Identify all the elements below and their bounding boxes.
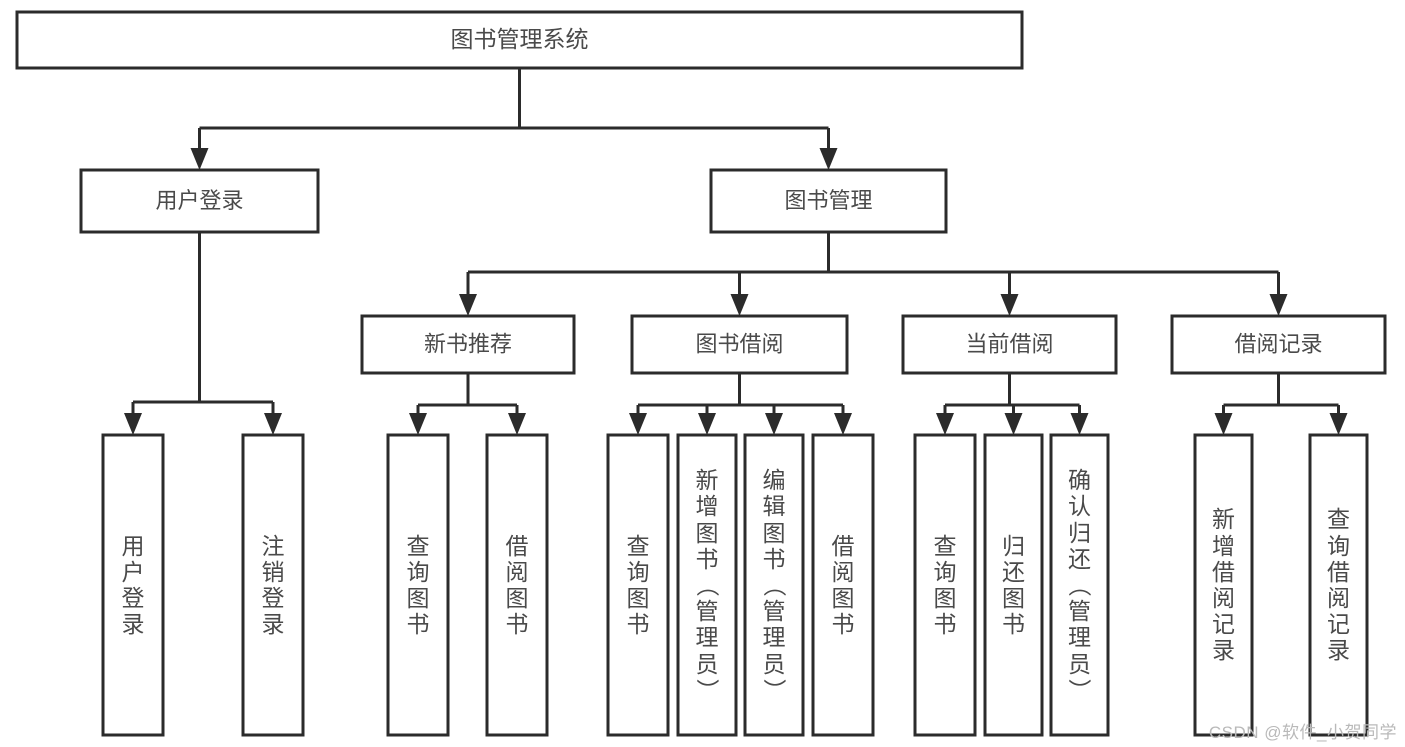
node-box[interactable] — [630, 314, 849, 375]
node-box[interactable] — [101, 433, 165, 737]
arrow-head-icon — [834, 413, 852, 435]
arrow-head-icon — [730, 294, 749, 316]
node-leaf-user-login[interactable] — [101, 433, 165, 737]
connector-group-root — [190, 68, 838, 170]
node-leaf-cur-query[interactable] — [913, 433, 977, 737]
node-box[interactable] — [79, 168, 320, 234]
arrow-head-icon — [508, 413, 526, 435]
node-leaf-cur-confirm[interactable] — [1049, 433, 1110, 737]
arrow-head-icon — [1214, 413, 1233, 435]
node-label: 图书借阅 — [695, 331, 783, 356]
node-box[interactable] — [811, 433, 875, 737]
node-current[interactable]: 当前借阅 — [901, 314, 1118, 375]
arrow-head-icon — [819, 148, 838, 170]
node-newbook[interactable]: 新书推荐 — [360, 314, 576, 375]
node-box[interactable] — [1308, 433, 1369, 737]
node-label: 用户登录 — [155, 188, 243, 213]
node-leaf-cur-return[interactable] — [983, 433, 1044, 737]
connector-group-bookmgmt — [459, 232, 1288, 316]
node-box[interactable] — [913, 433, 977, 737]
node-leaf-nb-query[interactable] — [386, 433, 450, 737]
arrow-head-icon — [1269, 294, 1288, 316]
node-box[interactable] — [1170, 314, 1387, 375]
node-box[interactable] — [901, 314, 1118, 375]
node-box[interactable] — [485, 433, 549, 737]
connector-group-records — [1214, 373, 1348, 435]
node-box[interactable] — [241, 433, 305, 737]
node-box[interactable] — [676, 433, 738, 737]
node-leaf-rec-add[interactable] — [1193, 433, 1254, 737]
node-box[interactable] — [606, 433, 670, 737]
arrow-head-icon — [1329, 413, 1348, 435]
node-box[interactable] — [743, 433, 805, 737]
arrow-head-icon — [629, 413, 647, 435]
arrow-head-icon — [1070, 413, 1089, 435]
arrow-head-icon — [1004, 413, 1023, 435]
arrow-head-icon — [190, 148, 209, 170]
node-label: 当前借阅 — [965, 331, 1053, 356]
node-login[interactable]: 用户登录 — [79, 168, 320, 234]
arrow-head-icon — [765, 413, 783, 435]
node-leaf-bw-add[interactable] — [676, 433, 738, 737]
node-leaf-user-logout[interactable] — [241, 433, 305, 737]
node-borrow[interactable]: 图书借阅 — [630, 314, 849, 375]
node-bookmgmt[interactable]: 图书管理 — [709, 168, 948, 234]
node-box[interactable] — [1193, 433, 1254, 737]
node-box[interactable] — [15, 10, 1024, 70]
node-leaf-nb-borrow[interactable] — [485, 433, 549, 737]
arrow-head-icon — [698, 413, 716, 435]
node-leaf-bw-borrow[interactable] — [811, 433, 875, 737]
node-leaf-rec-query[interactable] — [1308, 433, 1369, 737]
connector-group-newbook — [409, 373, 526, 435]
arrow-head-icon — [264, 413, 282, 435]
node-label: 图书管理系统 — [451, 26, 589, 52]
node-leaf-bw-query[interactable] — [606, 433, 670, 737]
arrow-head-icon — [409, 413, 427, 435]
arrow-head-icon — [1000, 294, 1019, 316]
node-label: 新书推荐 — [424, 331, 512, 356]
node-box[interactable] — [386, 433, 450, 737]
arrow-head-icon — [936, 413, 954, 435]
connector-group-login — [124, 232, 282, 435]
node-box[interactable] — [1049, 433, 1110, 737]
connector-group-current — [936, 373, 1089, 435]
node-box[interactable] — [983, 433, 1044, 737]
node-leaf-bw-edit[interactable] — [743, 433, 805, 737]
node-records[interactable]: 借阅记录 — [1170, 314, 1387, 375]
node-box[interactable] — [709, 168, 948, 234]
node-box[interactable] — [360, 314, 576, 375]
node-label: 图书管理 — [784, 188, 872, 213]
node-label: 借阅记录 — [1234, 331, 1322, 356]
arrow-head-icon — [124, 413, 142, 435]
node-root[interactable]: 图书管理系统 — [15, 10, 1024, 70]
connector-group-borrow — [629, 373, 852, 435]
connector-layer — [124, 68, 1348, 435]
arrow-head-icon — [459, 294, 477, 316]
